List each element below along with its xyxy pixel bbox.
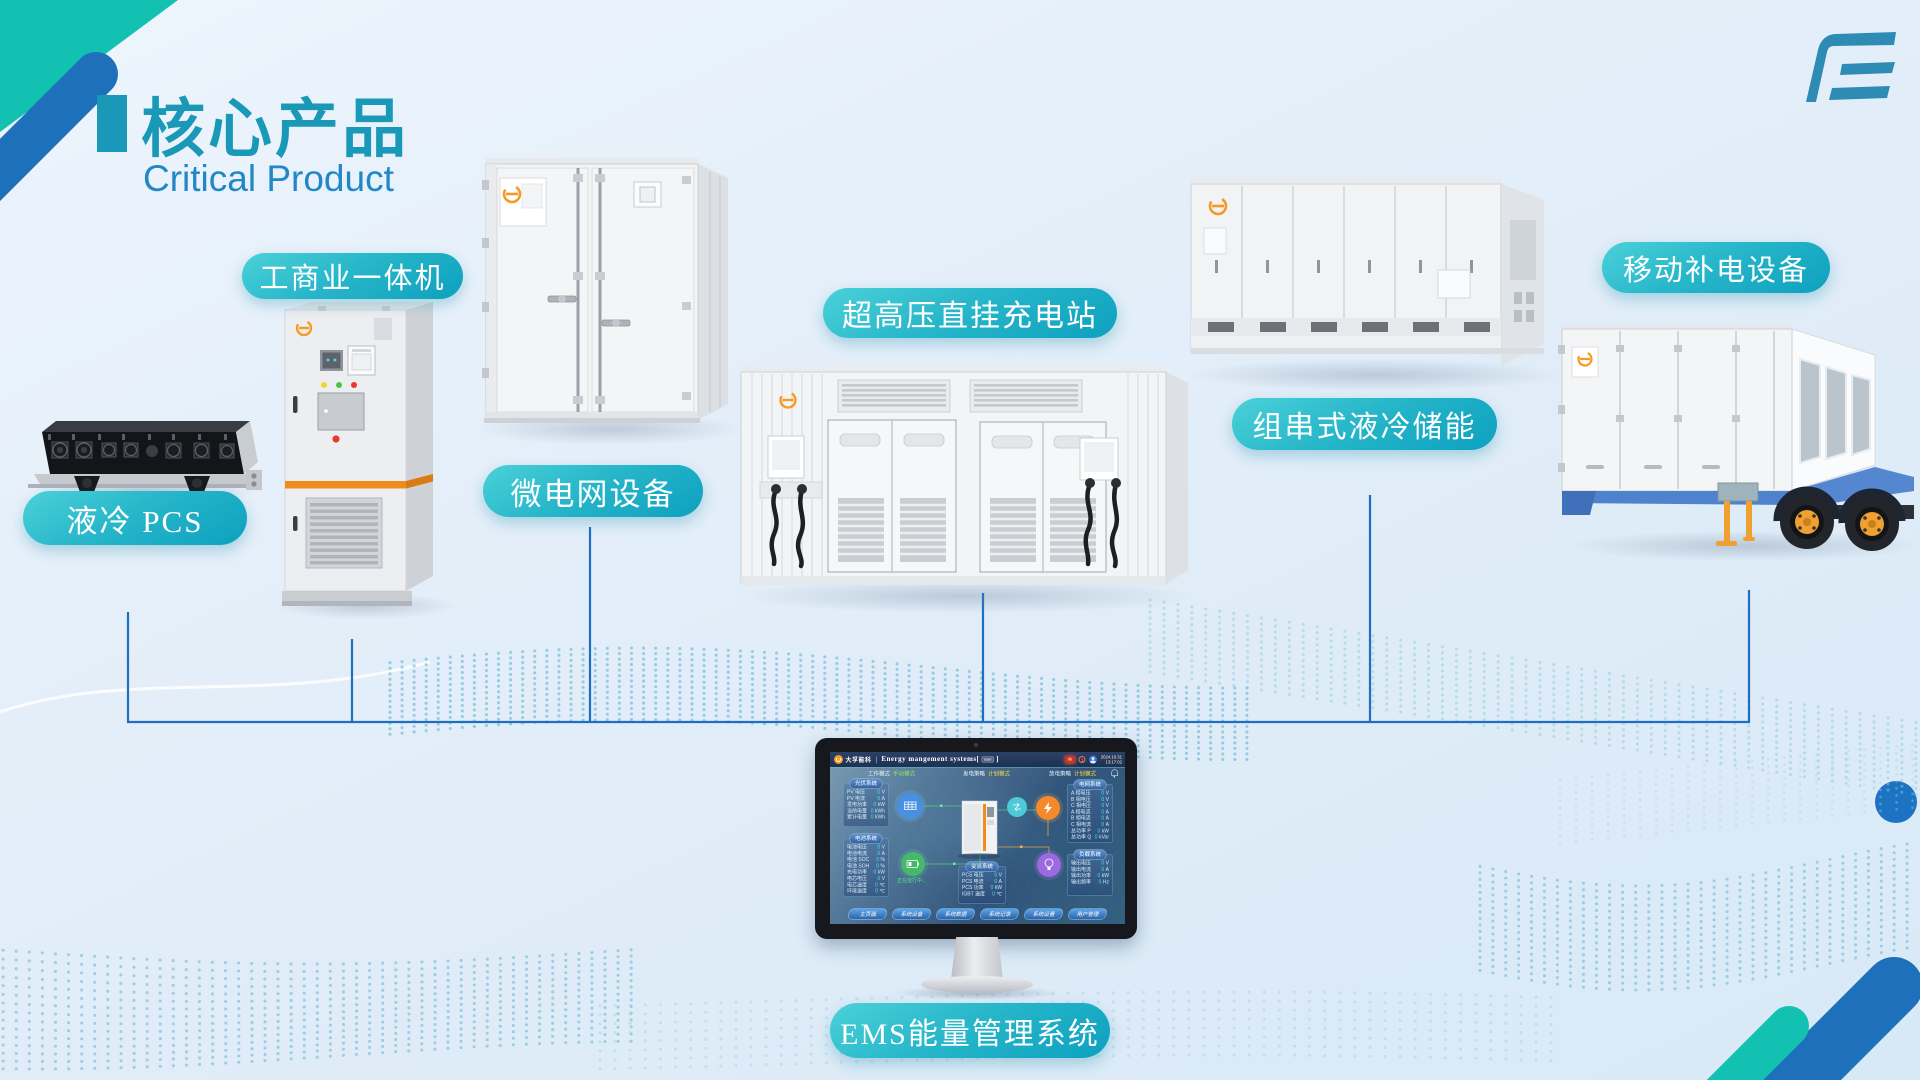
mobile-charging-trailer (1558, 325, 1914, 551)
label-microgrid: 微电网设备 (483, 465, 703, 517)
label-all-in-one: 工商业一体机 (242, 253, 463, 299)
ems-title-tag: user (981, 756, 995, 763)
ems-nav-button[interactable]: 用户管理 (1067, 908, 1108, 920)
ems-screen: 大孚能科 | Energy mangement systems [ user ]… (830, 752, 1125, 924)
corner-capsule-bottom-right-blue (1758, 957, 1920, 1080)
ems-monitor: 大孚能科 | Energy mangement systems [ user ]… (815, 738, 1140, 1013)
string-storage-container (1190, 178, 1544, 366)
ems-nav-button[interactable]: 主页面 (847, 908, 888, 920)
ems-brand: 大孚能科 (845, 756, 872, 764)
connector-lines (126, 495, 1751, 724)
ems-title: Energy mangement systems (881, 755, 977, 764)
corner-capsule-top-left (0, 52, 118, 202)
user-avatar-icon[interactable] (1089, 755, 1098, 764)
ems-brand-logo-icon (834, 755, 843, 764)
ems-nav-button[interactable]: 系统数据 (935, 908, 976, 920)
page-subtitle: Critical Product (143, 158, 394, 199)
liquid-cooled-pcs-unit (28, 421, 262, 492)
monitor-stand-base (921, 976, 1033, 993)
all-in-one-cabinet (282, 302, 433, 606)
white-wave-line (0, 660, 431, 714)
label-string-storage: 组串式液冷储能 (1232, 398, 1497, 450)
dotted-wave-pattern (0, 598, 1920, 1071)
ems-status-text: 正在运行中... (897, 878, 927, 884)
alarm-icon[interactable] (1065, 755, 1076, 764)
alarm-badge: 1 (1078, 756, 1086, 763)
ems-mode-row: 工作模式手动模式 发电策略计划模式 放电策略计划模式 (830, 768, 1125, 779)
monitor-stand-neck (951, 937, 1003, 979)
ems-button-row: 主页面系统设备系统数据系统记录系统设置用户管理 (830, 908, 1125, 920)
hv-charging-station (740, 366, 1188, 585)
company-logo (1806, 32, 1896, 102)
label-charging-station: 超高压直挂充电站 (823, 288, 1117, 338)
ems-nav-button[interactable]: 系统设备 (891, 908, 932, 920)
label-liquid-cooled-pcs: 液冷 PCS (23, 491, 247, 545)
page-title: 核心产品 (141, 93, 409, 165)
monitor-camera-dot (974, 743, 978, 747)
label-mobile-charging: 移动补电设备 (1602, 242, 1830, 293)
ems-nav-button[interactable]: 系统记录 (979, 908, 1020, 920)
accent-circle (1875, 781, 1917, 823)
title-accent-bar (97, 95, 127, 152)
ems-header: 大孚能科 | Energy mangement systems [ user ]… (830, 752, 1125, 768)
label-ems: EMS能量管理系统 (830, 1003, 1110, 1058)
bell-icon[interactable] (1111, 769, 1118, 778)
corner-capsule-bottom-right-teal (1706, 1006, 1809, 1080)
microgrid-equipment-container (482, 158, 728, 423)
ems-nav-button[interactable]: 系统设置 (1023, 908, 1064, 920)
